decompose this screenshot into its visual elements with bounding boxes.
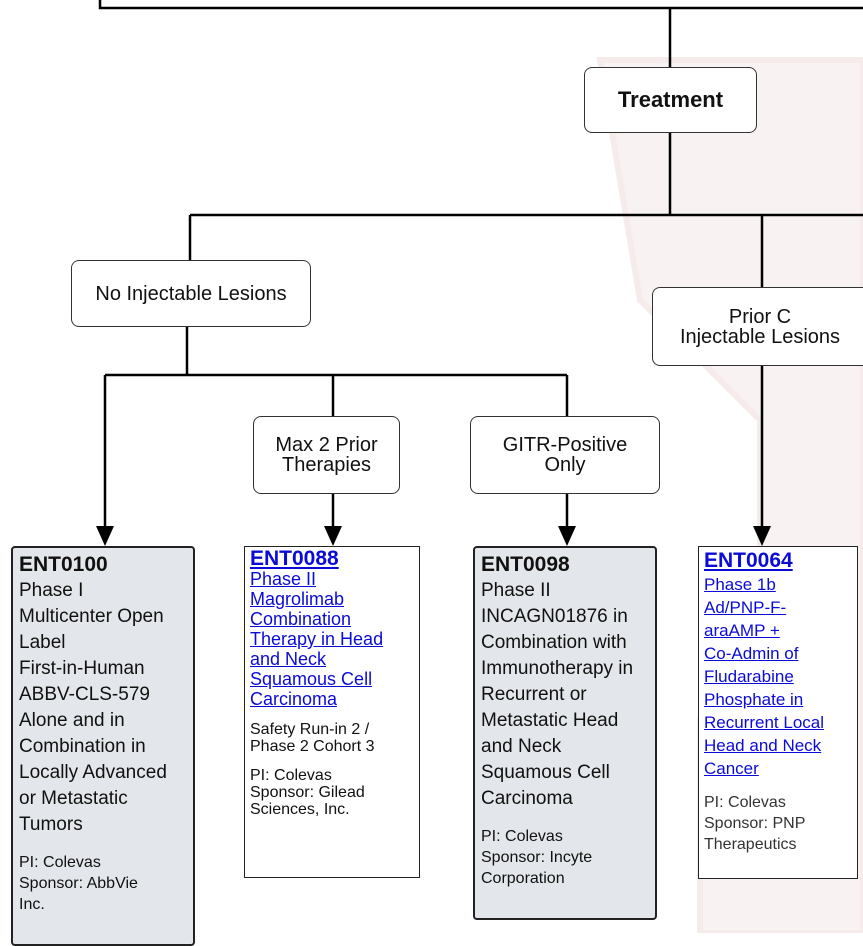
- max2-line2: Therapies: [282, 454, 371, 476]
- title-line: Recurrent Local: [704, 713, 825, 732]
- desc-line: ABBV-CLS-579: [19, 684, 150, 705]
- trial-link-ent0064[interactable]: ENT0064: [704, 549, 793, 572]
- treatment-label: Treatment: [617, 87, 724, 112]
- max-2-prior-therapies-node: Max 2 Prior Therapies: [253, 416, 400, 494]
- title-line: Fludarabine: [704, 667, 794, 686]
- title-line: Co-Admin of: [704, 644, 799, 663]
- desc-line: Metastatic Head: [481, 710, 619, 731]
- trial-title-link[interactable]: Phase 1b Ad/PNP-F- araAMP + Co-Admin of …: [704, 573, 852, 780]
- trial-contacts: PI: Colevas Sponsor: AbbVie Inc.: [19, 852, 187, 915]
- title-line: araAMP +: [704, 621, 780, 640]
- title-line: Phosphate in: [704, 690, 804, 709]
- sponsor-text: Sponsor: Incyte: [481, 849, 593, 866]
- sponsor-text: Sponsor: AbbVie: [19, 875, 138, 892]
- gitr-line2: Only: [544, 454, 586, 476]
- prior-c-injectable-lesions-node: Prior C Injectable Lesions: [652, 287, 863, 366]
- trial-note: Safety Run-in 2 / Phase 2 Cohort 3: [250, 721, 414, 755]
- desc-line: INCAGN01876 in: [481, 606, 628, 627]
- note-line: Phase 2 Cohort 3: [250, 738, 375, 755]
- desc-line: Tumors: [19, 814, 83, 835]
- treatment-node: Treatment: [584, 67, 757, 133]
- title-line: Carcinoma: [250, 689, 338, 709]
- gitr-line1: GITR-Positive: [502, 434, 628, 456]
- pi-text: PI: Colevas: [250, 767, 332, 784]
- trial-contacts: PI: Colevas Sponsor: Gilead Sciences, In…: [250, 767, 414, 818]
- trial-id: ENT0098: [481, 553, 570, 576]
- trial-title-link[interactable]: Phase II Magrolimab Combination Therapy …: [250, 569, 414, 709]
- trial-link-ent0088[interactable]: ENT0088: [250, 547, 339, 570]
- desc-line: Squamous Cell: [481, 762, 610, 783]
- desc-line: or Metastatic: [19, 788, 128, 809]
- sponsor-text: Therapeutics: [704, 836, 797, 853]
- pi-text: PI: Colevas: [704, 794, 786, 811]
- sponsor-text: Sciences, Inc.: [250, 801, 350, 818]
- trial-contacts: PI: Colevas Sponsor: Incyte Corporation: [481, 826, 649, 889]
- desc-line: Combination in: [19, 736, 146, 757]
- title-line: Phase 1b: [704, 575, 776, 594]
- sponsor-text: Corporation: [481, 870, 565, 887]
- desc-line: Carcinoma: [481, 788, 573, 809]
- trial-card-ent0098: ENT0098 Phase II INCAGN01876 in Combinat…: [473, 546, 657, 920]
- title-line: Cancer: [704, 759, 759, 778]
- desc-line: Multicenter Open: [19, 606, 164, 627]
- prior-c-line2: Injectable Lesions: [679, 325, 841, 348]
- desc-line: and Neck: [481, 736, 562, 757]
- prior-c-line1: Prior C: [728, 305, 792, 328]
- tree-lines: [98, 0, 863, 528]
- trial-card-ent0100: ENT0100 Phase I Multicenter Open Label F…: [11, 546, 195, 946]
- desc-line: Phase II: [481, 580, 551, 601]
- trial-description: Phase I Multicenter Open Label First-in-…: [19, 578, 187, 838]
- title-line: Phase II: [250, 569, 317, 589]
- sponsor-text: Sponsor: PNP: [704, 815, 806, 832]
- title-line: Combination: [250, 609, 352, 629]
- trial-description: Phase II INCAGN01876 in Combination with…: [481, 578, 649, 812]
- pi-text: PI: Colevas: [481, 828, 563, 845]
- trial-contacts: PI: Colevas Sponsor: PNP Therapeutics: [704, 792, 852, 855]
- trial-card-ent0088: ENT0088 Phase II Magrolimab Combination …: [244, 546, 420, 878]
- desc-line: Alone and in: [19, 710, 125, 731]
- desc-line: First-in-Human: [19, 658, 145, 679]
- note-line: Safety Run-in 2 /: [250, 721, 370, 738]
- sponsor-text: Inc.: [19, 896, 45, 913]
- no-injectable-lesions-label: No Injectable Lesions: [95, 282, 287, 305]
- desc-line: Phase I: [19, 580, 84, 601]
- pi-text: PI: Colevas: [19, 854, 101, 871]
- desc-line: Combination with: [481, 632, 627, 653]
- title-line: Head and Neck: [704, 736, 822, 755]
- max2-line1: Max 2 Prior: [275, 434, 378, 456]
- desc-line: Recurrent or: [481, 684, 587, 705]
- title-line: Squamous Cell: [250, 669, 373, 689]
- desc-line: Locally Advanced: [19, 762, 167, 783]
- desc-line: Immunotherapy in: [481, 658, 634, 679]
- no-injectable-lesions-node: No Injectable Lesions: [71, 260, 311, 327]
- title-line: Magrolimab: [250, 589, 345, 609]
- title-line: and Neck: [250, 649, 327, 669]
- trial-card-ent0064: ENT0064 Phase 1b Ad/PNP-F- araAMP + Co-A…: [698, 546, 858, 879]
- sponsor-text: Sponsor: Gilead: [250, 784, 365, 801]
- title-line: Therapy in Head: [250, 629, 384, 649]
- arrowheads: [96, 526, 771, 546]
- trial-id: ENT0100: [19, 553, 108, 576]
- gitr-positive-only-node: GITR-Positive Only: [470, 416, 660, 494]
- desc-line: Label: [19, 632, 66, 653]
- title-line: Ad/PNP-F-: [704, 598, 787, 617]
